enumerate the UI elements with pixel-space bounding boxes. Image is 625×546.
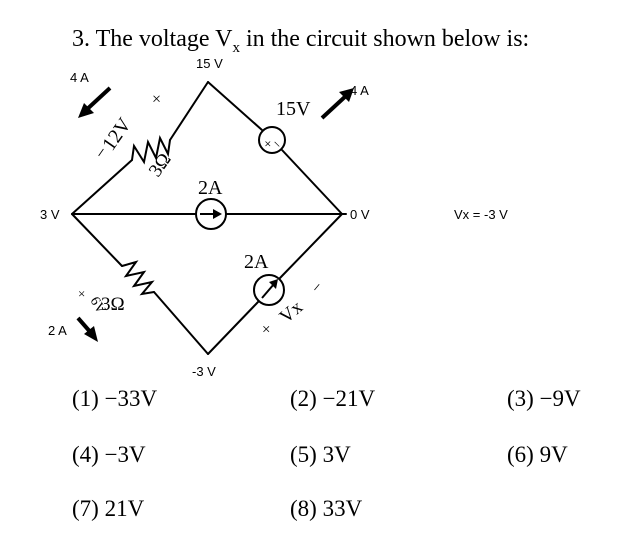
question-text-after: in the circuit shown below is:: [239, 26, 530, 52]
choice-8-val: 33V: [322, 496, 363, 521]
choice-5[interactable]: (5) 3V: [290, 442, 351, 468]
resistor-bottom-ohms: 3Ω: [101, 294, 125, 315]
question-text: 3. The voltage Vx in the circuit shown b…: [72, 26, 529, 57]
question-text-before: The voltage V: [95, 26, 233, 52]
arrow-current-bottom-left: [76, 316, 98, 342]
wire-top-left-b: [169, 81, 209, 141]
vx-times: ×: [262, 322, 270, 338]
node-voltage-bottom: -3 V: [192, 364, 216, 379]
middle-current-source: [195, 198, 227, 230]
resistor-bottom-zigzag: [121, 260, 155, 296]
choice-7-num: (7): [72, 496, 99, 521]
arrow-current-top-left: [78, 86, 112, 118]
vx-minus: −: [308, 279, 327, 297]
question-number: 3.: [72, 26, 90, 52]
choice-1-val: −33V: [104, 386, 158, 411]
choice-3-val: −9V: [539, 386, 581, 411]
choice-5-num: (5): [290, 442, 317, 467]
choice-5-val: 3V: [322, 442, 351, 467]
choice-6-val: 9V: [539, 442, 568, 467]
choice-8-num: (8): [290, 496, 317, 521]
wire-bottom-left-a: [71, 213, 123, 267]
current-top-right-label: 4 A: [350, 83, 369, 98]
bottom-current-label: 2A: [244, 251, 269, 273]
vx-label: Vx: [276, 296, 308, 327]
choice-1[interactable]: (1) −33V: [72, 386, 157, 412]
choice-4[interactable]: (4) −3V: [72, 442, 146, 468]
wire-bottom-right-a: [207, 301, 259, 355]
resistor-bottom-times: ×: [78, 286, 85, 301]
choice-7-val: 21V: [104, 496, 145, 521]
current-bottom-left-label: 2 A: [48, 323, 67, 338]
choice-3-num: (3): [507, 386, 534, 411]
bottom-current-source: [253, 274, 285, 306]
answer-note: Vx = -3 V: [454, 207, 508, 222]
resistor-top-ohms: 3Ω: [145, 149, 176, 180]
choice-2-num: (2): [290, 386, 317, 411]
source-voltage-label: 15V: [276, 98, 311, 120]
arrow-current-top-right: [320, 88, 354, 120]
node-voltage-top: 15 V: [196, 56, 223, 71]
resistor-top-times: ×: [152, 91, 161, 108]
choice-3[interactable]: (3) −9V: [507, 386, 581, 412]
wire-top-right-a: [207, 81, 263, 131]
choice-2-val: −21V: [322, 386, 376, 411]
node-voltage-right: 0 V: [350, 207, 370, 222]
middle-current-label: 2A: [198, 177, 223, 199]
voltage-source: + −: [258, 126, 286, 154]
choice-4-val: −3V: [104, 442, 146, 467]
current-top-left-label: 4 A: [70, 70, 89, 85]
choice-7[interactable]: (7) 21V: [72, 496, 144, 522]
resistor-bottom-drop: 6V: [87, 295, 109, 317]
wire-bottom-left-b: [153, 291, 209, 355]
wire-top-right-b: [281, 149, 343, 215]
choice-1-num: (1): [72, 386, 99, 411]
choice-4-num: (4): [72, 442, 99, 467]
choice-8[interactable]: (8) 33V: [290, 496, 362, 522]
wire-bottom-right-b: [279, 213, 343, 279]
choice-2[interactable]: (2) −21V: [290, 386, 375, 412]
wire-top-left-a: [71, 159, 133, 215]
question-subscript: x: [232, 39, 240, 56]
resistor-top-zigzag: [131, 134, 171, 165]
choice-6[interactable]: (6) 9V: [507, 442, 568, 468]
node-voltage-left: 3 V: [40, 207, 60, 222]
choice-6-num: (6): [507, 442, 534, 467]
